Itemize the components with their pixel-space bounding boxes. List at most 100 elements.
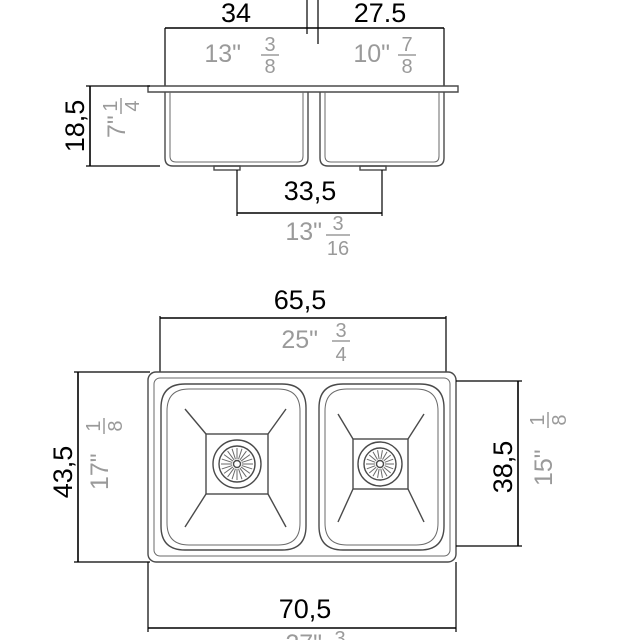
side-depth-imperial: 7" — [103, 115, 131, 138]
side-drain-num: 3 — [332, 213, 343, 235]
top-inner-depth-metric-group: 38,5 — [488, 441, 518, 494]
side-depth-imperial-group: 7" 1 4 — [100, 98, 144, 138]
side-drain-den: 16 — [327, 238, 349, 260]
top-overall-depth-imperial-group: 17" 1 8 — [83, 418, 127, 490]
side-left-bowl — [164, 92, 309, 167]
strainer-slot — [377, 450, 380, 460]
top-inner-width-metric: 65,5 — [274, 285, 327, 315]
side-left-width-den: 8 — [264, 56, 275, 78]
top-left-groove-bl — [184, 493, 207, 528]
strainer-slot — [241, 465, 253, 470]
side-depth-den: 4 — [122, 100, 144, 111]
side-rim — [147, 85, 459, 93]
strainer-slot — [368, 454, 377, 462]
strainer-slot — [241, 458, 253, 463]
side-drain-metric: 33,5 — [284, 176, 337, 206]
top-right-strainer — [366, 450, 394, 478]
top-inner-depth-num: 1 — [527, 414, 549, 425]
top-overall-depth-num: 1 — [83, 420, 105, 431]
top-outer-rim — [147, 371, 457, 563]
strainer-slot — [372, 468, 378, 477]
strainer-slot — [223, 454, 234, 462]
top-inner-depth-imperial-group: 15" 1 8 — [527, 412, 571, 486]
top-right-drain-inner — [363, 447, 397, 481]
side-right-width-den: 8 — [401, 56, 412, 78]
strainer-slot — [366, 465, 376, 470]
strainer-slot — [231, 468, 236, 480]
strainer-slot — [221, 458, 233, 463]
side-right-width-imperial: 10" — [353, 40, 390, 68]
top-overall-depth-metric-group: 43,5 — [48, 446, 78, 499]
strainer-slot — [238, 468, 243, 480]
side-left-width-num: 3 — [264, 34, 275, 56]
top-left-drain-plate — [205, 433, 269, 495]
strainer-slot — [384, 465, 394, 470]
strainer-slot — [366, 458, 376, 463]
top-overall-width-metric: 70,5 — [279, 594, 332, 624]
top-inner-width-num: 3 — [335, 320, 346, 342]
side-view: 34 13" 3 8 27.5 10" 7 8 18,5 7" 1 4 33,5… — [60, 0, 459, 260]
top-right-drain-plate — [352, 438, 409, 490]
strainer-slot — [227, 467, 235, 478]
top-right-bowl-inner — [324, 388, 439, 546]
top-left-bowl — [160, 383, 307, 551]
top-overall-width-imperial: 27" — [285, 630, 322, 640]
top-right-groove-br — [407, 488, 425, 523]
strainer-slot — [380, 450, 383, 460]
top-right-bowl — [318, 383, 445, 551]
strainer-slot — [382, 451, 388, 460]
strainer-slot — [383, 454, 392, 462]
side-right-drain — [359, 165, 387, 171]
top-overall-depth-imperial: 17" — [86, 453, 114, 490]
top-inner-width-den: 4 — [335, 344, 346, 366]
side-right-width-metric: 27.5 — [354, 0, 407, 28]
side-left-bowl-inner — [169, 92, 304, 163]
top-right-groove-tr — [407, 413, 425, 440]
strainer-slot — [239, 450, 247, 461]
strainer-center — [375, 459, 385, 469]
top-overall-width-num: 3 — [334, 628, 345, 640]
side-depth-num: 1 — [100, 100, 122, 111]
side-left-drain — [213, 165, 241, 171]
top-inner-rim — [153, 377, 451, 557]
strainer-slot — [372, 451, 378, 460]
top-overall-depth-metric: 43,5 — [48, 446, 78, 499]
top-right-drain-outer — [357, 441, 403, 487]
top-inner-depth-den: 8 — [549, 414, 571, 425]
strainer-slot — [382, 468, 388, 477]
strainer-slot — [223, 466, 234, 474]
top-view: 65,5 25" 3 4 43,5 17" 1 8 38,5 15" 1 8 7… — [48, 285, 571, 640]
top-overall-depth-den: 8 — [105, 420, 127, 431]
strainer-slot — [227, 450, 235, 461]
strainer-slot — [240, 454, 251, 462]
side-left-width-metric: 34 — [221, 0, 251, 28]
strainer-slot — [368, 466, 377, 474]
side-right-bowl-inner — [324, 92, 440, 163]
top-left-drain-outer — [212, 439, 262, 489]
top-inner-depth-metric: 38,5 — [488, 441, 518, 494]
top-right-groove-bl — [337, 488, 354, 523]
strainer-slot — [380, 468, 383, 478]
side-right-width-num: 7 — [401, 34, 412, 56]
top-inner-depth-imperial: 15" — [530, 449, 558, 486]
side-right-bowl — [319, 92, 445, 167]
strainer-slot — [221, 465, 233, 470]
strainer-slot — [383, 466, 392, 474]
top-left-groove-tl — [184, 408, 207, 435]
strainer-slot — [240, 466, 251, 474]
top-left-groove-tr — [267, 408, 287, 435]
top-left-groove-br — [267, 493, 287, 528]
strainer-center — [232, 459, 242, 469]
top-left-bowl-inner — [166, 388, 301, 546]
side-depth-metric: 18,5 — [60, 100, 90, 153]
strainer-slot — [239, 467, 247, 478]
side-depth-metric-group: 18,5 — [60, 100, 90, 153]
top-right-groove-tl — [337, 413, 354, 440]
top-left-drain-inner — [218, 445, 256, 483]
top-inner-width-imperial: 25" — [281, 326, 318, 354]
top-left-strainer — [221, 448, 253, 480]
strainer-slot — [384, 458, 394, 463]
side-drain-imperial: 13" — [285, 218, 322, 246]
strainer-slot — [231, 448, 236, 460]
